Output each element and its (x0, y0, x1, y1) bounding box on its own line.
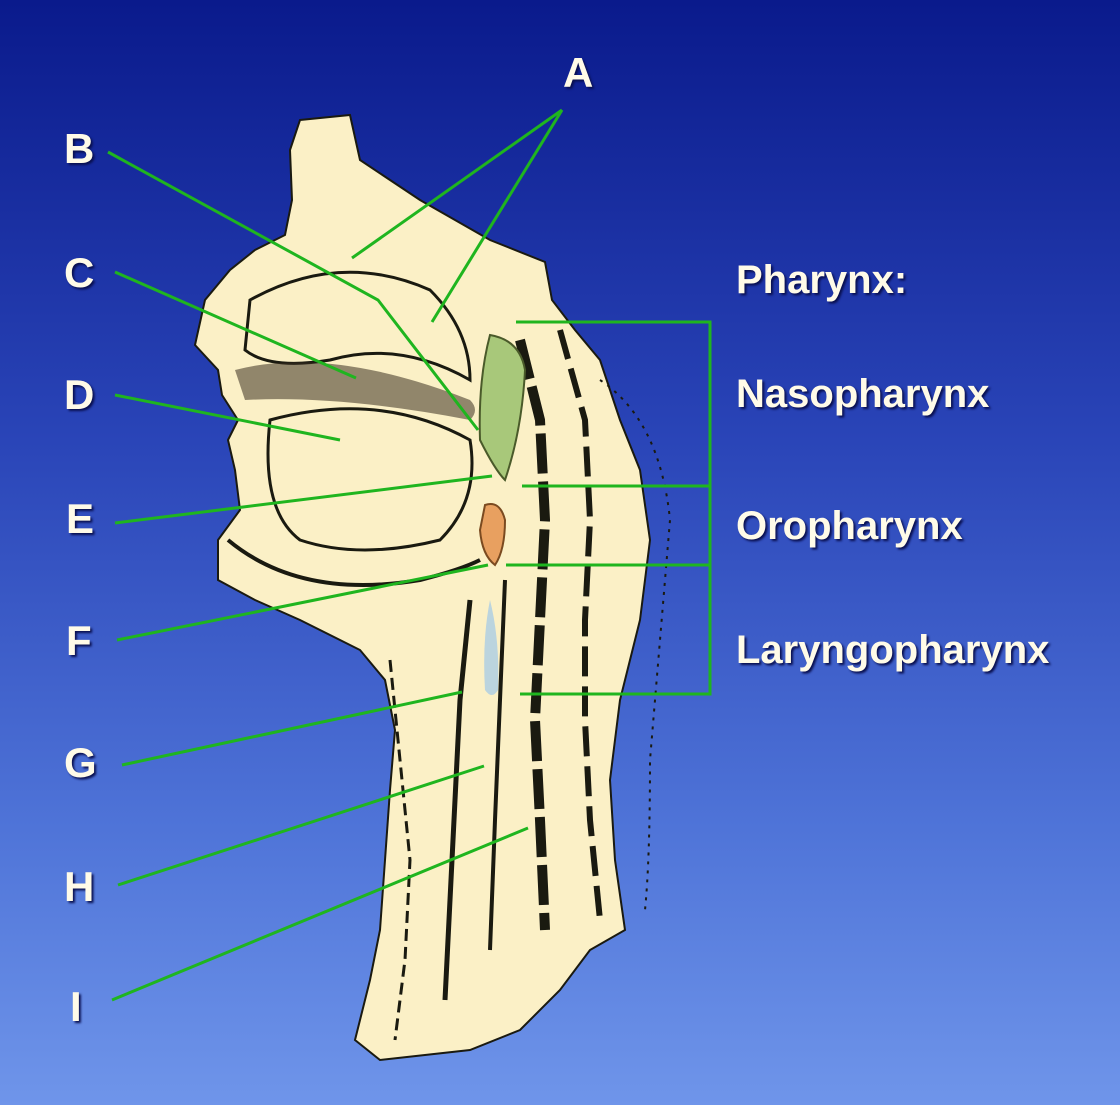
palate-outline (235, 362, 475, 420)
leader-lines (107, 108, 712, 1002)
leader-line-a2 (430, 109, 564, 323)
leader-line-f (116, 563, 489, 642)
region-oropharynx: Oropharynx (736, 504, 963, 548)
label-d: D (64, 371, 95, 418)
label-i: I (70, 983, 82, 1030)
region-laryngopharynx: Laryngopharynx (736, 628, 1050, 672)
pharynx-bracket (516, 320, 712, 696)
esophagus-outline (488, 579, 507, 951)
jaw-outline (226, 538, 481, 587)
tongue-outline (266, 407, 474, 552)
label-b: B (64, 125, 95, 172)
leader-line-e (114, 474, 493, 525)
label-a: A (563, 49, 594, 96)
leader-line-h (117, 764, 485, 887)
pharynx-heading: Pharynx: (736, 258, 908, 302)
neck-front-outline (388, 659, 412, 1041)
leader-line-i (111, 826, 529, 1002)
spine-outline-2 (557, 329, 603, 921)
label-h: H (64, 863, 95, 910)
head-neck-silhouette (193, 113, 652, 1062)
leader-line-c (114, 270, 357, 380)
region-nasopharynx: Nasopharynx (736, 372, 990, 416)
label-g: G (64, 739, 97, 786)
spine-outline (515, 338, 551, 931)
oropharynx-region (478, 503, 507, 567)
label-f: F (66, 617, 92, 664)
nasopharynx-region (478, 333, 527, 482)
label-c: C (64, 249, 95, 296)
leader-line-d (114, 393, 341, 442)
laryngopharynx-region (484, 600, 499, 695)
label-e: E (66, 495, 95, 542)
leader-line-a1 (351, 108, 563, 260)
leader-line-g (121, 690, 463, 767)
trachea-outline (442, 599, 473, 1001)
leader-line-b (107, 150, 480, 431)
